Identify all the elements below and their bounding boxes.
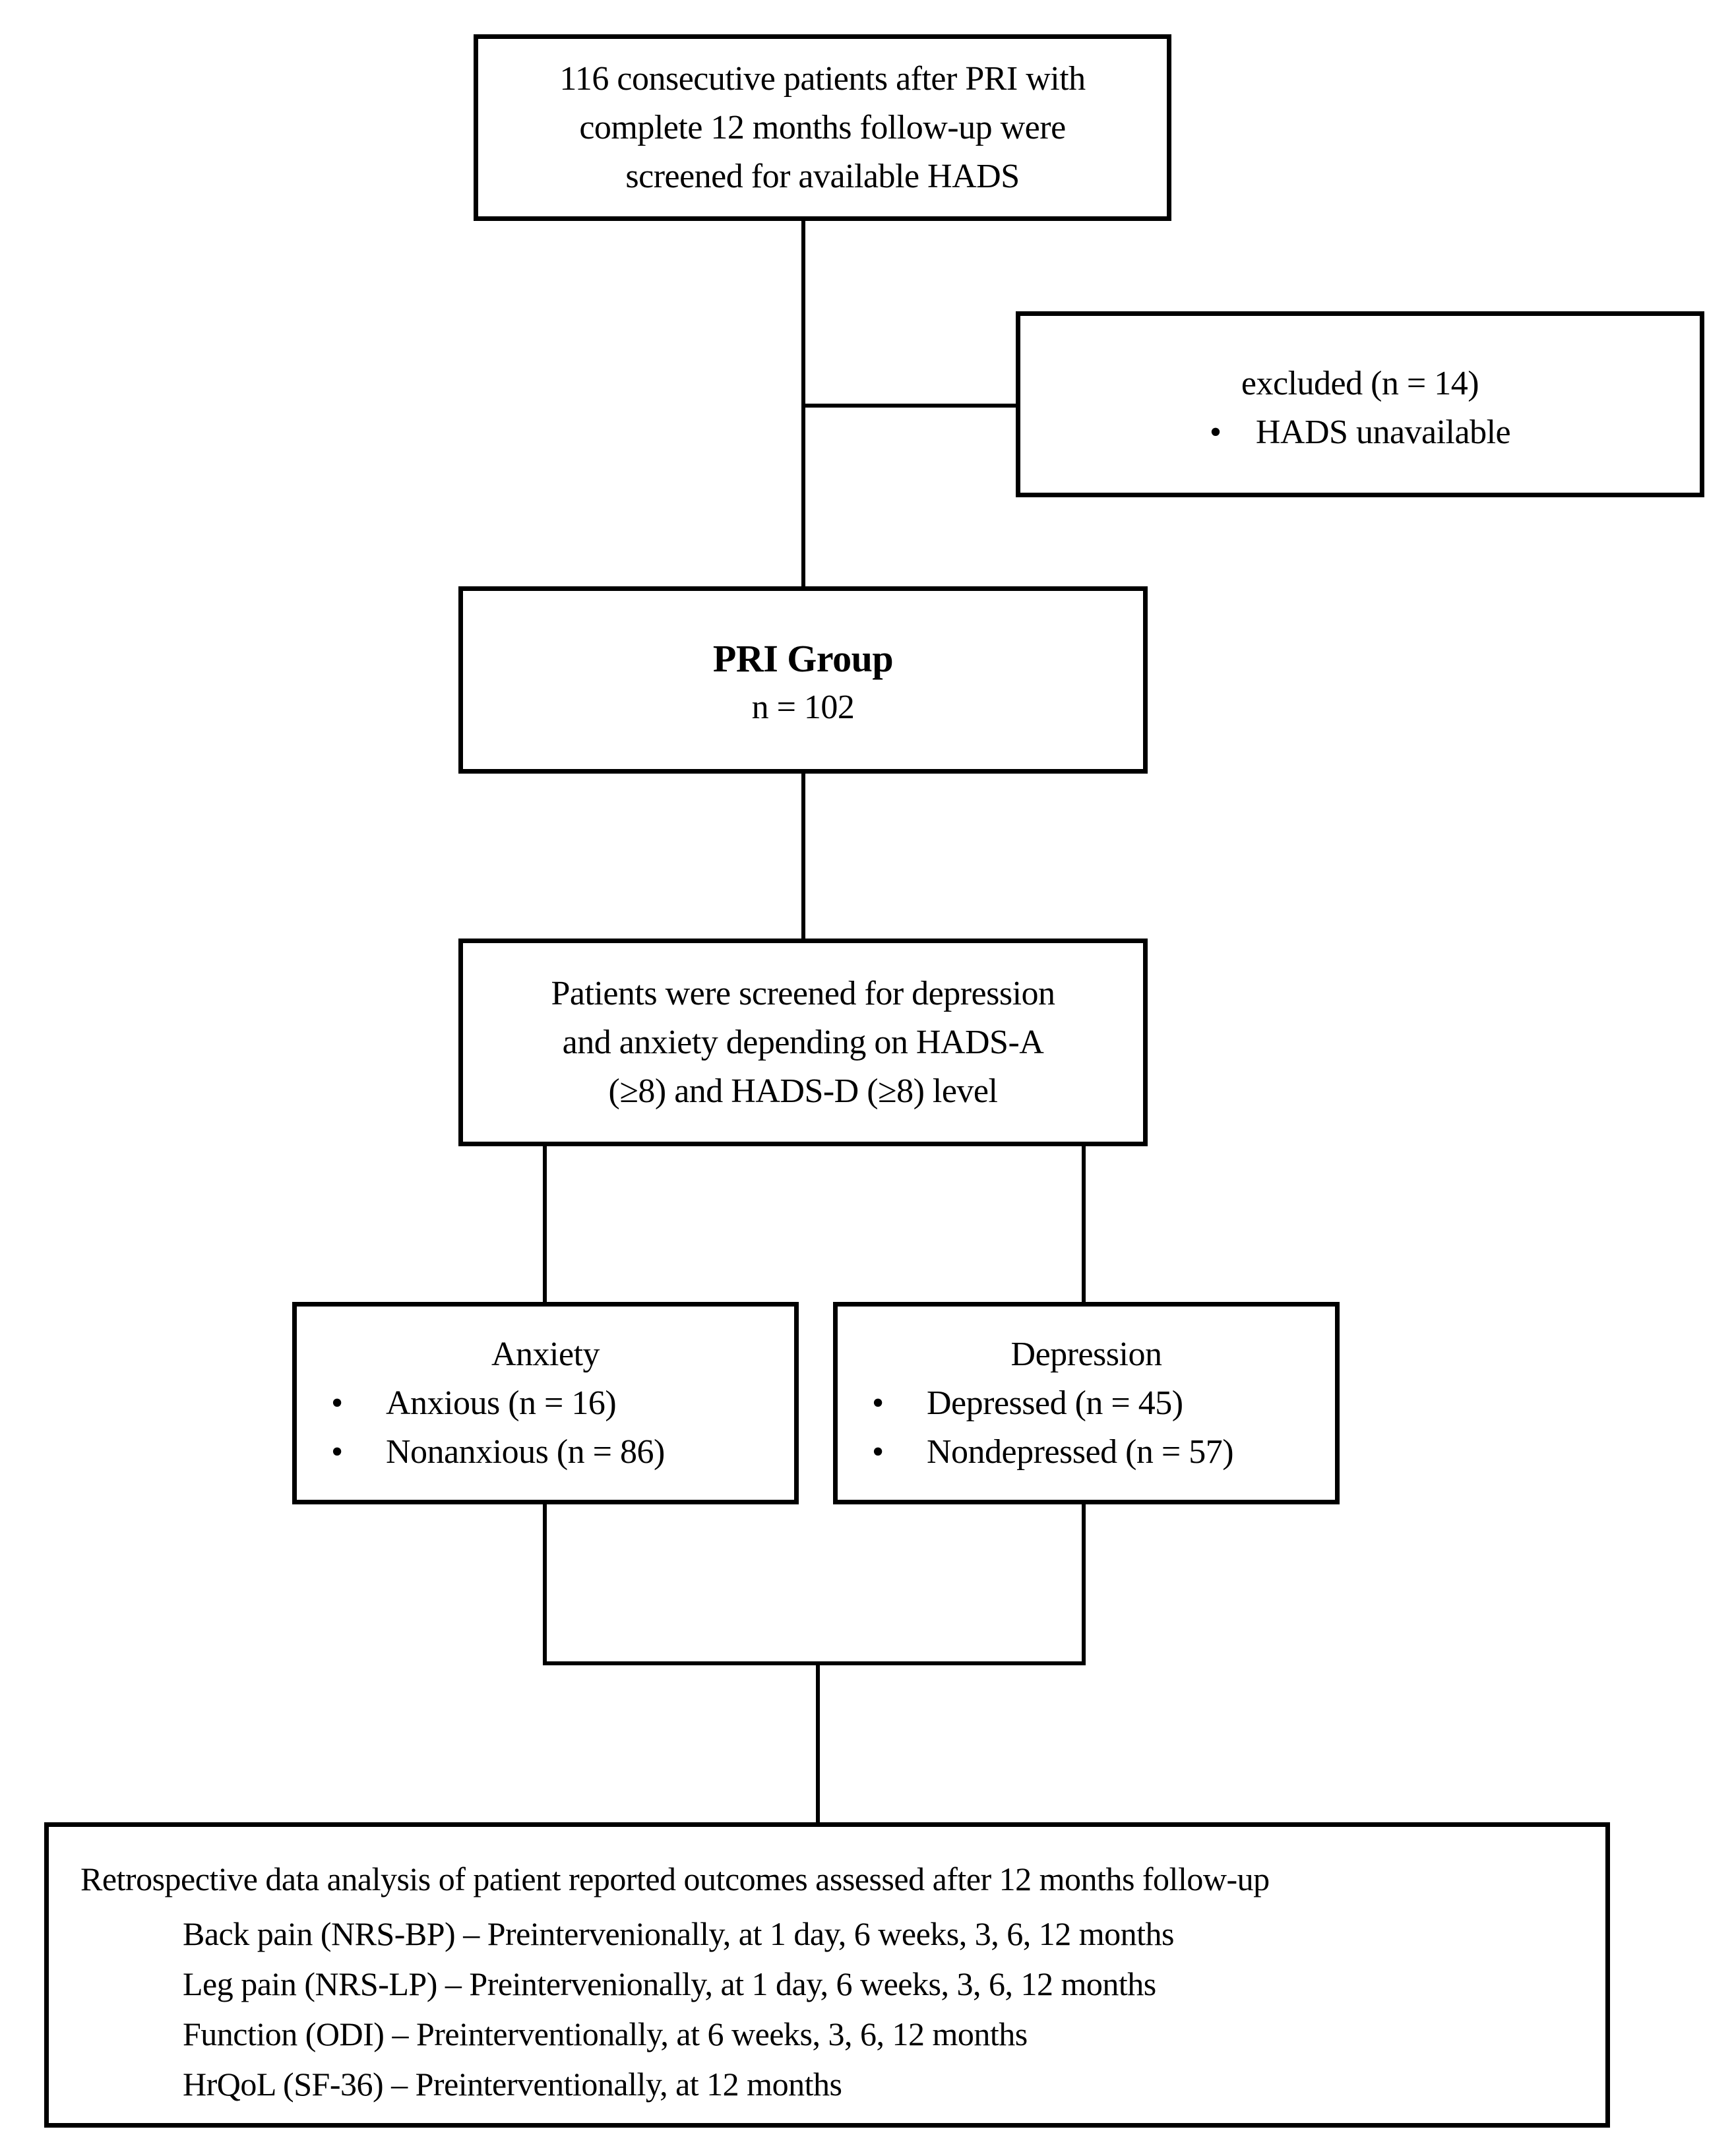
anxiety-bullet-row: • Anxious (n = 16) — [297, 1379, 794, 1428]
pri-group-box: PRI Group n = 102 — [458, 586, 1148, 774]
hads-line-1: Patients were screened for depression — [551, 974, 1055, 1012]
depression-bullet-label: Depressed (n = 45) — [927, 1384, 1183, 1422]
anxiety-bullet-label: Anxious (n = 16) — [386, 1384, 617, 1422]
anxiety-box: Anxiety • Anxious (n = 16) • Nonanxious … — [292, 1302, 799, 1504]
screening-line-1: 116 consecutive patients after PRI with — [559, 59, 1086, 98]
outcomes-box: Retrospective data analysis of patient r… — [44, 1822, 1610, 2128]
depression-box: Depression • Depressed (n = 45) • Nondep… — [833, 1302, 1340, 1504]
pri-group-title: PRI Group — [712, 637, 894, 680]
outcome-item-leg-pain: Leg pain (NRS-LP) – Preintervenionally, … — [183, 1965, 1156, 2002]
connector-pri-to-hads — [801, 772, 805, 940]
depression-bullet-label: Nondepressed (n = 57) — [927, 1432, 1234, 1471]
bullet-icon: • — [1209, 414, 1222, 451]
outcomes-intro: Retrospective data analysis of patient r… — [80, 1861, 1270, 1897]
connector-branch-to-excluded — [803, 404, 1018, 408]
screening-line-2: complete 12 months follow-up were — [579, 108, 1066, 146]
outcomes-item-list: Back pain (NRS-BP) – Preintervenionally,… — [80, 1909, 1579, 2109]
depression-bullet-row: • Depressed (n = 45) — [838, 1379, 1335, 1428]
outcome-item-back-pain: Back pain (NRS-BP) – Preintervenionally,… — [183, 1915, 1175, 1952]
bullet-icon: • — [872, 1384, 884, 1422]
bullet-icon: • — [872, 1432, 884, 1471]
depression-title: Depression — [1010, 1335, 1162, 1373]
excluded-box: excluded (n = 14) • HADS unavailable — [1016, 311, 1704, 497]
hads-screening-box: Patients were screened for depression an… — [458, 939, 1148, 1146]
outcome-item-function: Function (ODI) – Preinterventionally, at… — [183, 2016, 1028, 2052]
anxiety-bullet-row: • Nonanxious (n = 86) — [297, 1428, 794, 1477]
anxiety-title: Anxiety — [491, 1335, 600, 1373]
screening-line-3: screened for available HADS — [625, 157, 1020, 195]
connector-anxiety-down — [543, 1502, 547, 1665]
excluded-bullet-row: • HADS unavailable — [1020, 408, 1700, 457]
outcome-item-hrqol: HrQoL (SF-36) – Preinterventionally, at … — [183, 2066, 842, 2103]
connector-hads-to-anxiety — [543, 1144, 547, 1304]
pri-group-count: n = 102 — [751, 689, 855, 726]
screening-box: 116 consecutive patients after PRI with … — [474, 34, 1171, 221]
hads-line-3: (≥8) and HADS-D (≥8) level — [608, 1072, 998, 1110]
connector-hads-to-depression — [1082, 1144, 1086, 1304]
bullet-icon: • — [331, 1384, 343, 1422]
excluded-bullet-label: HADS unavailable — [1255, 414, 1511, 451]
bullet-icon: • — [331, 1432, 343, 1471]
connector-depression-down — [1082, 1502, 1086, 1665]
anxiety-bullet-label: Nonanxious (n = 86) — [386, 1432, 665, 1471]
hads-line-2: and anxiety depending on HADS-A — [562, 1023, 1044, 1061]
excluded-title: excluded (n = 14) — [1241, 365, 1479, 402]
depression-bullet-row: • Nondepressed (n = 57) — [838, 1428, 1335, 1477]
connector-to-outcomes — [816, 1661, 820, 1824]
connector-join-horizontal — [543, 1661, 1086, 1665]
